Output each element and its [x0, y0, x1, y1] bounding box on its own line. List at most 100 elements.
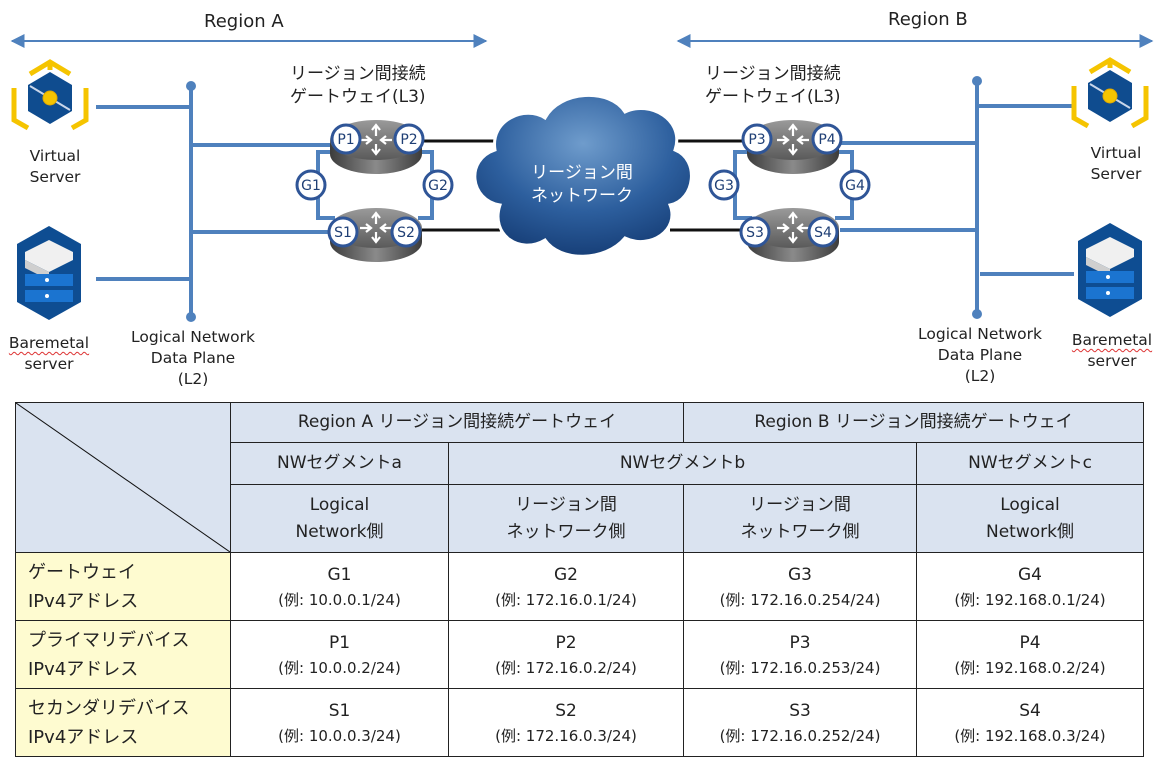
cell-ip: (例: 192.168.0.1/24) — [954, 590, 1106, 609]
row-header-line: IPv4アドレス — [28, 658, 139, 680]
logical-network-label-left: Logical Network Data Plane (L2) — [118, 327, 268, 390]
cell-code: P3 — [789, 632, 811, 653]
gateway-title-line1: リージョン間接続 — [290, 64, 426, 84]
cell-code: P2 — [555, 632, 577, 653]
svg-text:S1: S1 — [334, 225, 352, 241]
header-line: Network側 — [295, 521, 384, 542]
header-segment-c: NWセグメントc — [916, 442, 1144, 485]
cell-ip: (例: 10.0.0.1/24) — [278, 590, 401, 609]
row-header-line: セカンダリデバイス — [28, 697, 190, 719]
cloud-icon — [473, 93, 693, 258]
virtual-server-icon — [11, 59, 89, 131]
table-cell: G3(例: 172.16.0.254/24) — [683, 552, 917, 621]
port-p4: P4 — [811, 123, 843, 155]
cell-ip: (例: 172.16.0.253/24) — [719, 658, 881, 677]
virtual-server-label-left: Virtual Server — [22, 146, 88, 188]
svg-text:G2: G2 — [428, 178, 448, 194]
header-row-1: Region A リージョン間接続ゲートウェイ Region B リージョン間接… — [15, 402, 1144, 553]
port-s1: S1 — [327, 216, 359, 248]
table-cell: G2(例: 172.16.0.1/24) — [448, 552, 684, 621]
table-cell: G4(例: 192.168.0.1/24) — [916, 552, 1144, 621]
port-g3: G3 — [708, 169, 740, 201]
label-line: Virtual — [29, 147, 81, 165]
cloud-label-line2: ネットワーク — [531, 186, 633, 206]
inter-region-links — [420, 139, 745, 232]
port-g4: G4 — [839, 169, 871, 201]
header-segment-b: NWセグメントb — [448, 442, 917, 485]
baremetal-server-icon — [17, 226, 81, 320]
label-line: (L2) — [964, 367, 996, 385]
table-cell: P1(例: 10.0.0.2/24) — [230, 620, 449, 689]
cell-code: S3 — [789, 700, 811, 721]
port-s3: S3 — [739, 216, 771, 248]
table-cell: P3 (例: 172.16.0.253/24) — [683, 620, 917, 689]
cell-ip: (例: 172.16.0.252/24) — [719, 726, 881, 745]
label-line: Logical Network — [131, 328, 255, 346]
header-side: リージョン間ネットワーク側 — [683, 484, 917, 553]
table-cell: G1 (例: 10.0.0.1/24) — [230, 552, 449, 621]
label-line: server — [1087, 352, 1137, 370]
label-line: Baremetal — [1071, 331, 1153, 349]
port-p1: P1 — [330, 123, 362, 155]
row-header-line: IPv4アドレス — [28, 590, 139, 612]
table-cell: S2 (例: 172.16.0.3/24) — [448, 688, 684, 757]
header-segment-a: NWセグメントa — [230, 442, 449, 485]
cell-ip: (例: 10.0.0.3/24) — [278, 726, 401, 745]
header-line: Logical — [1000, 494, 1060, 515]
cell-code: P1 — [328, 632, 351, 653]
logical-network-right — [733, 85, 1074, 310]
label-line: Baremetal — [8, 334, 90, 352]
cell-code: S2 — [555, 700, 577, 721]
svg-text:S2: S2 — [397, 225, 415, 241]
port-g2: G2 — [422, 169, 454, 201]
table-corner-cell — [15, 402, 231, 553]
logical-network-label-right: Logical Network Data Plane (L2) — [905, 324, 1055, 387]
table-row: セカンダリデバイス IPv4アドレス S1 (例: 10.0.0.3/24) S2 (… — [15, 688, 1144, 757]
port-s4: S4 — [807, 216, 839, 248]
label-line: (L2) — [177, 370, 209, 388]
cell-code: S4 — [1019, 700, 1041, 721]
cell-ip: (例: 172.16.0.3/24) — [495, 726, 637, 745]
svg-text:S4: S4 — [814, 225, 832, 241]
header-line: Network側 — [986, 521, 1074, 542]
svg-text:P2: P2 — [400, 132, 417, 148]
baremetal-label-left: Baremetal server — [4, 333, 94, 375]
l2-endpoint-dot — [186, 312, 196, 322]
header-line: リージョン間 — [749, 494, 851, 515]
row-header-line: IPv4アドレス — [28, 726, 139, 748]
l2-endpoint-dot — [186, 81, 196, 91]
gateway-title-line2: ゲートウェイ(L3) — [290, 87, 426, 107]
cell-code: S1 — [328, 700, 351, 721]
table-cell: S1 (例: 10.0.0.3/24) — [230, 688, 449, 757]
l2-endpoint-dot — [972, 309, 982, 319]
cell-ip: (例: 192.168.0.3/24) — [954, 726, 1106, 745]
port-g1: G1 — [295, 169, 327, 201]
header-line: ネットワーク側 — [740, 521, 860, 542]
region-a-label: Region A — [204, 11, 284, 32]
header-row-2: NWセグメントa NWセグメントb NWセグメントc — [16, 442, 1144, 485]
svg-text:G4: G4 — [845, 178, 865, 194]
svg-text:P1: P1 — [337, 132, 354, 148]
row-header-secondary: セカンダリデバイス IPv4アドレス — [15, 688, 231, 757]
table-cell: S4 (例: 192.168.0.3/24) — [916, 688, 1144, 757]
label-line: Virtual — [1090, 144, 1142, 162]
baremetal-server-icon — [1078, 223, 1142, 317]
cell-code: G1 — [327, 564, 352, 585]
table-cell: S3 (例: 172.16.0.252/24) — [683, 688, 917, 757]
cell-ip: (例: 172.16.0.1/24) — [495, 590, 637, 609]
cell-code: P4 — [1019, 632, 1041, 653]
svg-text:S3: S3 — [746, 225, 764, 241]
ip-address-table: Region A リージョン間接続ゲートウェイ Region B リージョン間接… — [15, 402, 1144, 757]
region-b-label: Region B — [888, 9, 968, 30]
gateway-title-line2: ゲートウェイ(L3) — [705, 87, 841, 107]
gateway-title-left: リージョン間接続 ゲートウェイ(L3) — [290, 63, 426, 109]
cell-code: G3 — [788, 564, 812, 585]
table-cell: P2(例: 172.16.0.2/24) — [448, 620, 684, 689]
